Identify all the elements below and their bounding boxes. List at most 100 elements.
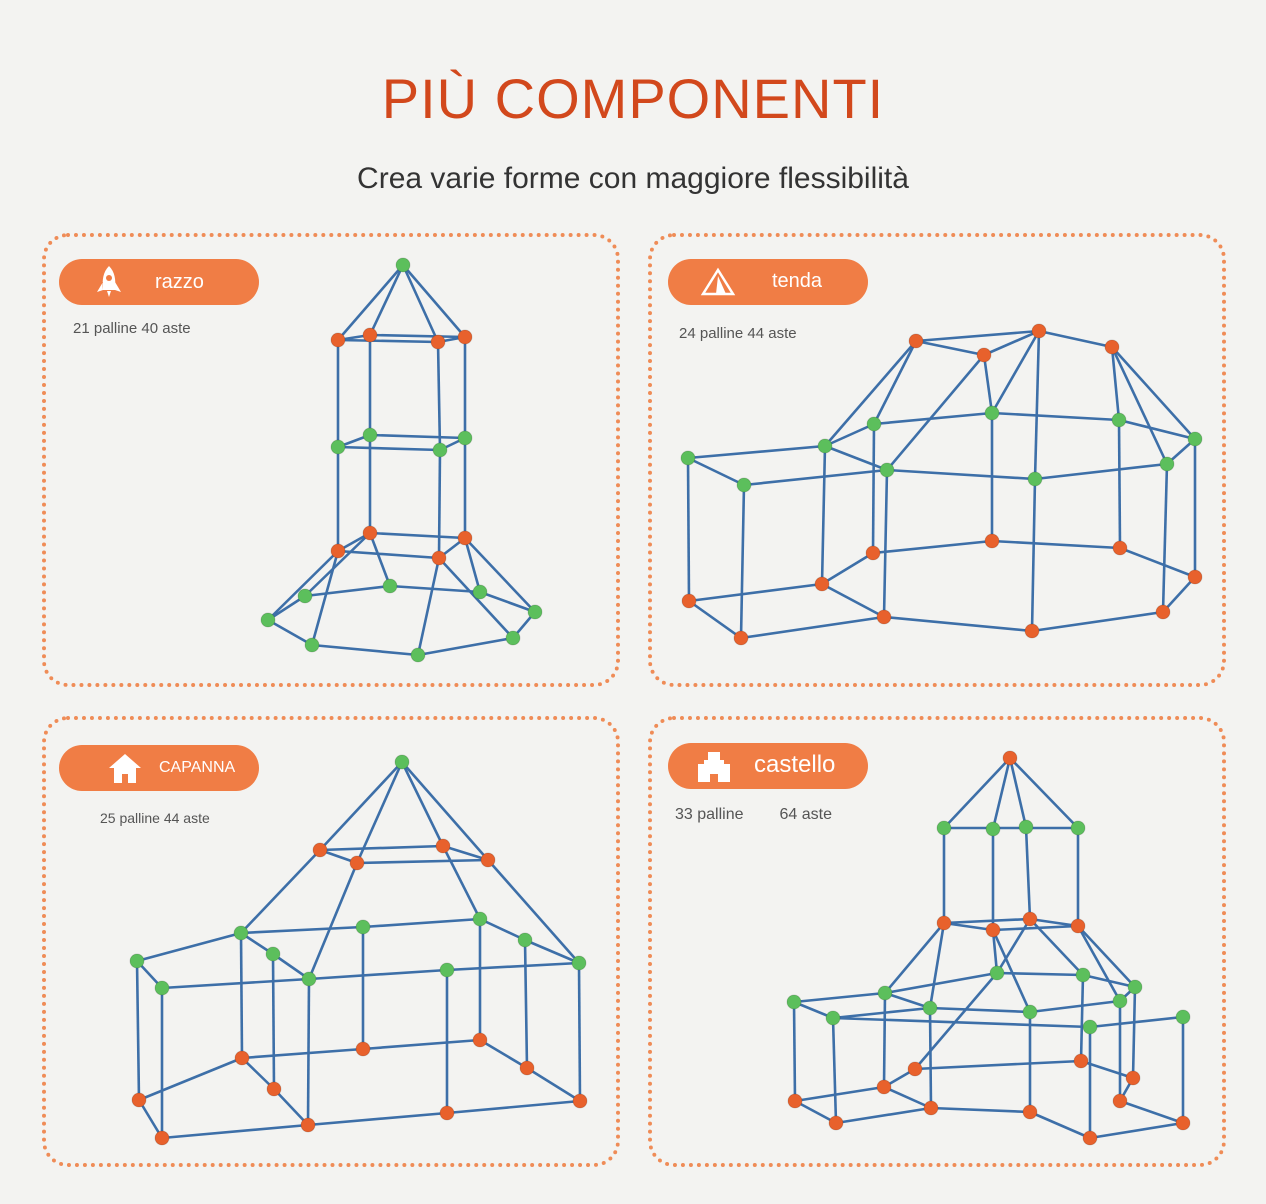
orange-ball: [1187, 569, 1203, 585]
orange-ball: [330, 332, 346, 348]
rod: [1119, 546, 1196, 579]
rod: [832, 1016, 1091, 1029]
rod: [991, 929, 1032, 1013]
rod: [138, 1056, 243, 1102]
rod: [739, 484, 746, 639]
card-razzo: [42, 233, 620, 687]
rod: [437, 449, 442, 559]
rod: [267, 618, 313, 647]
green-ball: [786, 994, 802, 1010]
orange-ball: [362, 327, 378, 343]
orange-ball: [312, 842, 328, 858]
rod: [337, 549, 440, 560]
orange-ball: [1070, 918, 1086, 934]
rod: [831, 1017, 838, 1124]
rod: [686, 457, 691, 602]
rod: [368, 264, 405, 336]
orange-ball: [457, 329, 473, 345]
orange-ball: [1022, 911, 1038, 927]
rod: [136, 931, 242, 963]
orange-ball: [876, 609, 892, 625]
orange-ball: [362, 525, 378, 541]
rod: [793, 1000, 834, 1020]
orange-ball: [876, 1079, 892, 1095]
rod: [824, 340, 917, 447]
rod: [355, 761, 404, 864]
rod: [1117, 419, 1122, 549]
rod: [240, 849, 321, 934]
rod: [337, 338, 439, 344]
rod: [883, 615, 1033, 633]
orange-ball: [349, 855, 365, 871]
rod: [307, 862, 359, 980]
green-ball: [1159, 456, 1175, 472]
rod: [884, 991, 931, 1010]
green-ball: [985, 821, 1001, 837]
rod: [362, 917, 481, 929]
razzo-count: 21 palline 40 aste: [73, 320, 191, 337]
page-subtitle: Crea varie forme con maggiore flessibili…: [357, 162, 909, 195]
rod: [687, 456, 745, 487]
green-ball: [362, 427, 378, 443]
rod: [1029, 918, 1084, 976]
castle-structure: [786, 750, 1191, 1146]
rod: [337, 445, 441, 452]
rod: [319, 761, 403, 851]
rod: [915, 339, 985, 357]
green-ball: [457, 430, 473, 446]
rod: [523, 939, 529, 1069]
rocket-icon: [97, 266, 121, 297]
green-ball: [825, 1010, 841, 1026]
rod: [442, 844, 489, 862]
green-ball: [571, 955, 587, 971]
rod: [1029, 1110, 1091, 1140]
rod: [824, 444, 888, 472]
green-ball: [817, 438, 833, 454]
rod: [135, 960, 141, 1101]
orange-ball: [733, 630, 749, 646]
orange-ball: [976, 347, 992, 363]
rod: [239, 932, 244, 1059]
rod: [1080, 1059, 1134, 1080]
rod: [983, 329, 1040, 357]
rod: [137, 1099, 164, 1139]
green-ball: [382, 578, 398, 594]
orange-ball: [814, 576, 830, 592]
rod: [1030, 478, 1037, 632]
rod: [1029, 999, 1121, 1014]
green-ball: [984, 405, 1000, 421]
rod: [1038, 329, 1113, 349]
rod: [871, 423, 876, 554]
rod: [1110, 346, 1121, 421]
rod: [929, 1006, 1031, 1014]
orange-ball: [1082, 1130, 1098, 1146]
orange-ball: [154, 1130, 170, 1146]
rod: [943, 917, 1031, 925]
rod: [524, 938, 580, 965]
green-ball: [879, 462, 895, 478]
orange-ball: [1022, 1104, 1038, 1120]
green-ball: [154, 980, 170, 996]
rod: [464, 537, 536, 613]
rod: [943, 757, 1011, 829]
green-ball: [527, 604, 543, 620]
green-ball: [301, 971, 317, 987]
green-ball: [936, 820, 952, 836]
rod: [368, 532, 392, 587]
rod: [241, 1057, 275, 1090]
green-ball: [233, 925, 249, 941]
rod: [991, 411, 1120, 422]
rod: [311, 643, 419, 657]
green-ball: [260, 612, 276, 628]
tenda-count: 24 palline 44 aste: [679, 325, 797, 342]
green-ball: [1111, 412, 1127, 428]
rod: [1008, 757, 1028, 828]
rod: [1119, 1099, 1184, 1125]
rod: [832, 1006, 931, 1020]
rod: [1082, 973, 1136, 989]
rod: [794, 1085, 885, 1103]
rod: [1031, 610, 1164, 633]
green-ball: [439, 962, 455, 978]
rod: [1089, 1015, 1184, 1029]
orange-ball: [266, 1081, 282, 1097]
